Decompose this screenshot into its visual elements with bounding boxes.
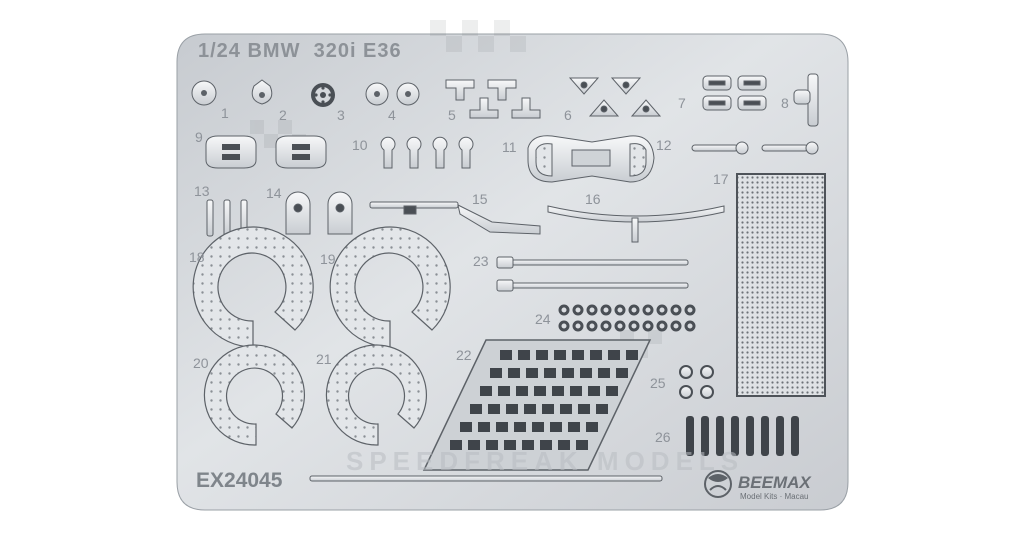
part-number-26: 26 (655, 429, 671, 445)
part-number-14: 14 (266, 185, 282, 201)
part-number-4: 4 (388, 107, 396, 123)
part-7 (702, 75, 767, 111)
part-number-13: 13 (194, 183, 210, 199)
part-number-22: 22 (456, 347, 472, 363)
part-1 (191, 80, 217, 106)
part-16 (547, 205, 725, 243)
part-number-19: 19 (320, 251, 336, 267)
part-number-1: 1 (221, 105, 229, 121)
part-23 (496, 256, 689, 292)
part-17 (736, 173, 826, 397)
part-number-18: 18 (189, 249, 205, 265)
part-3 (311, 83, 335, 107)
part-21 (325, 344, 428, 446)
part-12 (691, 141, 819, 155)
part-20 (203, 344, 306, 446)
part-number-23: 23 (473, 253, 489, 269)
part-8 (793, 73, 819, 127)
part-number-20: 20 (193, 355, 209, 371)
part-number-3: 3 (337, 107, 345, 123)
part-number-10: 10 (352, 137, 368, 153)
part-number-8: 8 (781, 95, 789, 111)
part-18 (192, 226, 314, 348)
part-10 (380, 136, 474, 169)
part-19 (329, 226, 451, 348)
brand-name: BEEMAX (738, 473, 811, 492)
part-number-12: 12 (656, 137, 672, 153)
part-number-5: 5 (448, 107, 456, 123)
part-number-25: 25 (650, 375, 666, 391)
part-4 (365, 82, 420, 106)
part-25 (679, 365, 714, 399)
part-11 (527, 135, 655, 183)
part-number-21: 21 (316, 351, 332, 367)
sprue-bar (309, 475, 663, 482)
beemax-logo-icon (704, 470, 732, 498)
part-5 (445, 79, 541, 119)
product-code: EX24045 (196, 469, 283, 492)
part-number-2: 2 (279, 107, 287, 123)
part-2 (251, 79, 273, 105)
part-13 (206, 199, 248, 237)
part-number-9: 9 (195, 129, 203, 145)
part-number-7: 7 (678, 95, 686, 111)
brand-tagline: Model Kits · Macau (740, 492, 809, 501)
part-number-15: 15 (472, 191, 488, 207)
part-6 (568, 77, 662, 117)
part-number-16: 16 (585, 191, 601, 207)
part-22 (422, 339, 652, 471)
part-15 (369, 201, 541, 235)
part-number-17: 17 (713, 171, 729, 187)
part-number-11: 11 (502, 139, 517, 155)
part-number-24: 24 (535, 311, 551, 327)
part-26 (686, 416, 799, 456)
sheet-title: 1/24 BMW 320i E36 (198, 40, 402, 62)
part-number-6: 6 (564, 107, 572, 123)
part-24 (558, 304, 696, 332)
part-9 (205, 135, 327, 169)
watermark-text: SPEEDFREAK MODELS (346, 446, 745, 476)
part-14 (285, 191, 353, 235)
